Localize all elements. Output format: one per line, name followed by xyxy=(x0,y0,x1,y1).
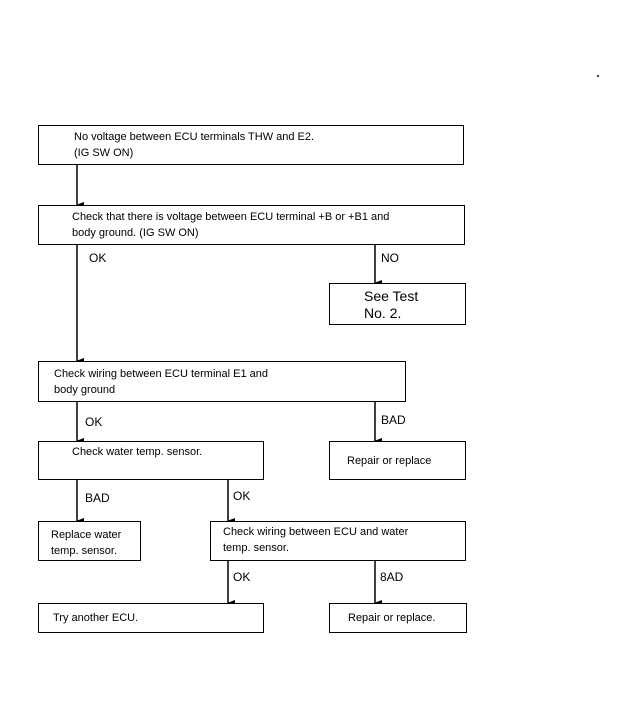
box-see-test: See Test No. 2. xyxy=(329,283,466,325)
label-bad-2: BAD xyxy=(85,491,110,505)
box-see-test-line1: See Test xyxy=(364,288,419,304)
label-no-1: NO xyxy=(381,251,399,265)
box-check-voltage-line2: body ground. (IG SW ON) xyxy=(72,227,199,239)
box-repair-1-text: Repair or replace xyxy=(347,455,432,467)
box-replace-sensor-line1: Replace water xyxy=(51,529,122,541)
box-no-voltage: No voltage between ECU terminals THW and… xyxy=(38,125,464,165)
box-try-ecu: Try another ECU. xyxy=(38,603,264,633)
box-no-voltage-line2: (IG SW ON) xyxy=(74,147,134,159)
scan-speck xyxy=(597,75,599,77)
box-check-wiring-sensor-line1: Check wiring between ECU and water xyxy=(223,526,409,538)
label-ok-2: OK xyxy=(85,415,103,429)
box-repair-2-text: Repair or replace. xyxy=(348,612,436,624)
label-bad-3: 8AD xyxy=(380,570,404,584)
box-check-wiring-e1-line2: body ground xyxy=(54,384,116,396)
box-try-ecu-text: Try another ECU. xyxy=(53,612,139,624)
box-replace-sensor-line2: temp. sensor. xyxy=(51,545,118,557)
box-check-wiring-sensor: Check wiring between ECU and water temp.… xyxy=(210,521,466,561)
box-repair-2: Repair or replace. xyxy=(329,603,467,633)
box-check-wiring-e1: Check wiring between ECU terminal E1 and… xyxy=(38,361,406,402)
box-no-voltage-line1: No voltage between ECU terminals THW and… xyxy=(74,131,315,143)
box-check-voltage-line1: Check that there is voltage between ECU … xyxy=(72,211,390,223)
label-bad-1: BAD xyxy=(381,413,406,427)
label-ok-1: OK xyxy=(89,251,107,265)
box-check-sensor: Check water temp. sensor. xyxy=(38,441,264,480)
label-ok-4: OK xyxy=(233,570,251,584)
box-check-sensor-text: Check water temp. sensor. xyxy=(72,446,203,458)
box-see-test-line2: No. 2. xyxy=(364,305,402,321)
box-check-voltage: Check that there is voltage between ECU … xyxy=(38,205,465,245)
box-repair-1: Repair or replace xyxy=(329,441,466,480)
box-replace-sensor: Replace water temp. sensor. xyxy=(38,521,141,561)
box-check-wiring-e1-line1: Check wiring between ECU terminal E1 and xyxy=(54,368,268,380)
label-ok-3: OK xyxy=(233,489,251,503)
box-check-wiring-sensor-line2: temp. sensor. xyxy=(223,542,290,554)
